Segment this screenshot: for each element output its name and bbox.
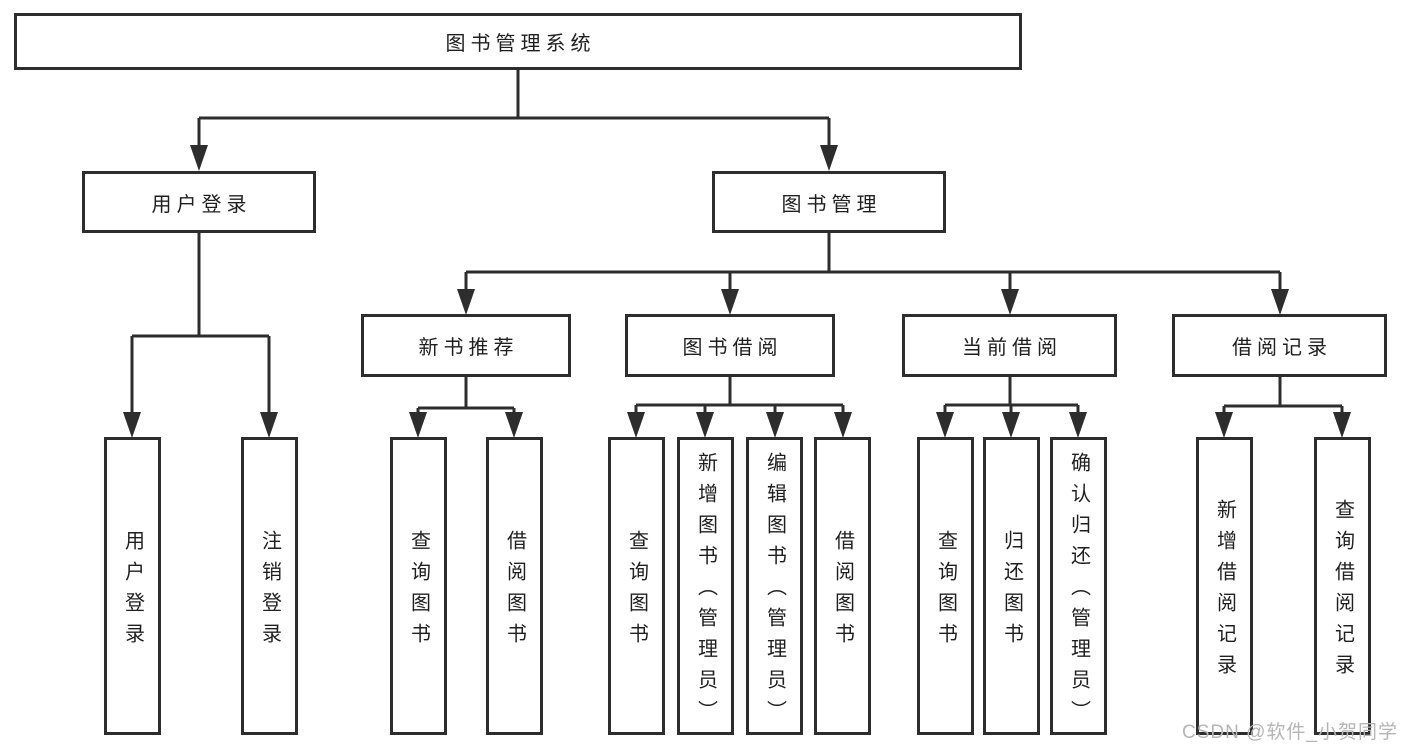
node-label: 用户登录: [151, 193, 252, 216]
leaf-return-books: 归还图书: [983, 437, 1040, 735]
node-label: 当前借阅: [962, 337, 1062, 359]
node-label: 用户登录: [121, 529, 144, 654]
node-borrowing-records: 借阅记录: [1172, 314, 1387, 377]
node-label: 借阅记录: [1232, 337, 1332, 359]
node-label: 查询借阅记录: [1331, 498, 1354, 685]
leaf-borrow-books-recommend: 借阅图书: [486, 437, 543, 735]
node-label: 借阅图书: [831, 529, 854, 654]
node-label: 查询图书: [407, 529, 430, 654]
leaf-logout: 注销登录: [241, 437, 298, 735]
leaf-query-books-recommend: 查询图书: [390, 437, 447, 735]
node-label: 新增借阅记录: [1213, 498, 1236, 685]
node-current-borrowing: 当前借阅: [902, 314, 1117, 377]
node-user-login: 用户登录: [82, 171, 316, 233]
node-label: 确认归还（管理员）: [1067, 452, 1090, 731]
node-label: 注销登录: [258, 529, 281, 654]
node-label: 借阅图书: [503, 529, 526, 654]
node-label: 编辑图书（管理员）: [763, 452, 786, 731]
leaf-borrow-books-borrowing: 借阅图书: [814, 437, 871, 735]
leaf-query-books-borrowing: 查询图书: [608, 437, 665, 735]
leaf-add-book-admin: 新增图书（管理员）: [677, 437, 734, 735]
leaf-query-books-current: 查询图书: [917, 437, 974, 735]
leaf-edit-book-admin: 编辑图书（管理员）: [746, 437, 803, 735]
leaf-add-borrow-record: 新增借阅记录: [1196, 437, 1253, 735]
node-label: 图书管理: [781, 193, 882, 216]
node-label: 新增图书（管理员）: [694, 452, 717, 731]
node-label: 查询图书: [934, 529, 957, 654]
node-library-system: 图书管理系统: [14, 13, 1022, 70]
watermark-text: CSDN @软件_小贺同学: [1182, 722, 1398, 743]
leaf-confirm-return-admin: 确认归还（管理员）: [1050, 437, 1107, 735]
leaf-user-login: 用户登录: [104, 437, 161, 735]
node-label: 图书管理系统: [445, 33, 596, 55]
node-label: 图书借阅: [682, 337, 783, 359]
node-label: 归还图书: [1000, 529, 1023, 654]
node-new-book-recommendation: 新书推荐: [361, 314, 571, 377]
node-book-management: 图书管理: [712, 171, 946, 233]
node-label: 查询图书: [625, 529, 648, 654]
node-book-borrowing: 图书借阅: [625, 314, 835, 377]
leaf-query-borrow-record: 查询借阅记录: [1314, 437, 1371, 735]
node-label: 新书推荐: [418, 337, 519, 359]
